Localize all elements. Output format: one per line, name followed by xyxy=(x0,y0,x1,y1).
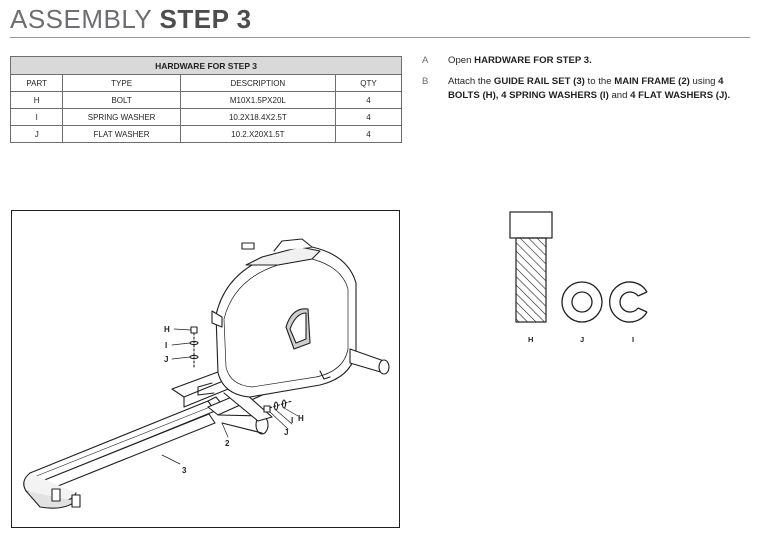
col-type: TYPE xyxy=(62,74,181,92)
assembly-diagram-frame: H I J 2 3 I H J xyxy=(11,210,400,528)
page-title: ASSEMBLY STEP 3 xyxy=(10,4,252,35)
flat-washer-icon xyxy=(561,281,603,323)
col-description: DESCRIPTION xyxy=(179,74,336,92)
hardware-stack-right xyxy=(263,399,299,430)
assembly-diagram: H I J 2 3 I H J xyxy=(23,238,390,509)
parts-legend: H J I xyxy=(509,211,648,344)
title-rule xyxy=(10,37,750,38)
cell-type: BOLT xyxy=(62,91,181,109)
step-b-text: Attach the xyxy=(448,76,494,87)
hardware-table: HARDWARE FOR STEP 3 PART TYPE DESCRIPTIO… xyxy=(9,56,403,143)
step-b-bold: MAIN FRAME (2) xyxy=(614,76,690,87)
legend-label-flat-washer: J xyxy=(580,335,584,344)
hardware-table-caption: HARDWARE FOR STEP 3 xyxy=(10,56,402,75)
step-b: B Attach the GUIDE RAIL SET (3) to the MA… xyxy=(422,75,752,103)
step-b-text: and xyxy=(608,90,631,101)
hardware-stack-left xyxy=(171,326,199,370)
title-step: STEP 3 xyxy=(159,4,252,34)
step-b-bold: 4 FLAT WASHERS (J). xyxy=(630,90,731,101)
step-b-text: using xyxy=(689,76,719,87)
col-part: PART xyxy=(9,74,64,92)
cell-part: H xyxy=(9,91,64,109)
callout-j-right: J xyxy=(284,428,288,437)
step-a-letter: A xyxy=(422,55,429,66)
title-prefix: ASSEMBLY xyxy=(10,4,152,34)
table-row: J FLAT WASHER 10.2.X20X1.5T 4 xyxy=(9,125,403,143)
step-b-bold: 4 BOLTS (H), 4 SPRING WASHERS (I) xyxy=(448,76,724,101)
step-a-bold: HARDWARE FOR STEP 3. xyxy=(474,55,592,66)
table-row: I SPRING WASHER 10.2X18.4X2.5T 4 xyxy=(9,108,403,126)
cell-description: M10X1.5PX20L xyxy=(179,91,336,109)
callout-h-left: H xyxy=(164,325,170,334)
rear-handle xyxy=(197,348,390,396)
cell-qty: 4 xyxy=(334,125,403,143)
guide-rail-set xyxy=(23,396,225,509)
bolt-icon xyxy=(509,211,553,323)
step-a: A Open HARDWARE FOR STEP 3. xyxy=(422,54,752,68)
cell-description: 10.2.X20X1.5T xyxy=(179,125,336,143)
legend-label-bolt: H xyxy=(528,335,533,344)
step-b-text: to the xyxy=(584,76,615,87)
legend-label-spring-washer: I xyxy=(632,335,634,344)
flywheel-housing xyxy=(211,238,357,398)
cell-qty: 4 xyxy=(334,108,403,126)
hardware-table-header: PART TYPE DESCRIPTION QTY xyxy=(9,74,403,92)
cell-description: 10.2X18.4X2.5T xyxy=(179,108,336,126)
spring-washer-icon xyxy=(609,281,648,323)
instructions: A Open HARDWARE FOR STEP 3. B Attach the G… xyxy=(422,54,752,110)
col-qty: QTY xyxy=(334,74,403,92)
step-a-text: Open xyxy=(448,55,475,66)
cell-part: J xyxy=(9,125,64,143)
callout-h-right: H xyxy=(298,414,304,423)
step-b-bold: GUIDE RAIL SET (3) xyxy=(493,76,585,87)
callout-guide-rail: 3 xyxy=(182,466,187,475)
step-b-letter: B xyxy=(422,76,429,87)
callout-i-left: I xyxy=(165,341,167,350)
callout-main-frame: 2 xyxy=(225,439,230,448)
table-row: H BOLT M10X1.5PX20L 4 xyxy=(9,91,403,109)
cell-qty: 4 xyxy=(334,91,403,109)
callout-i-right: I xyxy=(291,416,293,425)
cell-type: FLAT WASHER xyxy=(62,125,181,143)
cell-part: I xyxy=(9,108,64,126)
cell-type: SPRING WASHER xyxy=(62,108,181,126)
callout-j-left: J xyxy=(164,355,168,364)
